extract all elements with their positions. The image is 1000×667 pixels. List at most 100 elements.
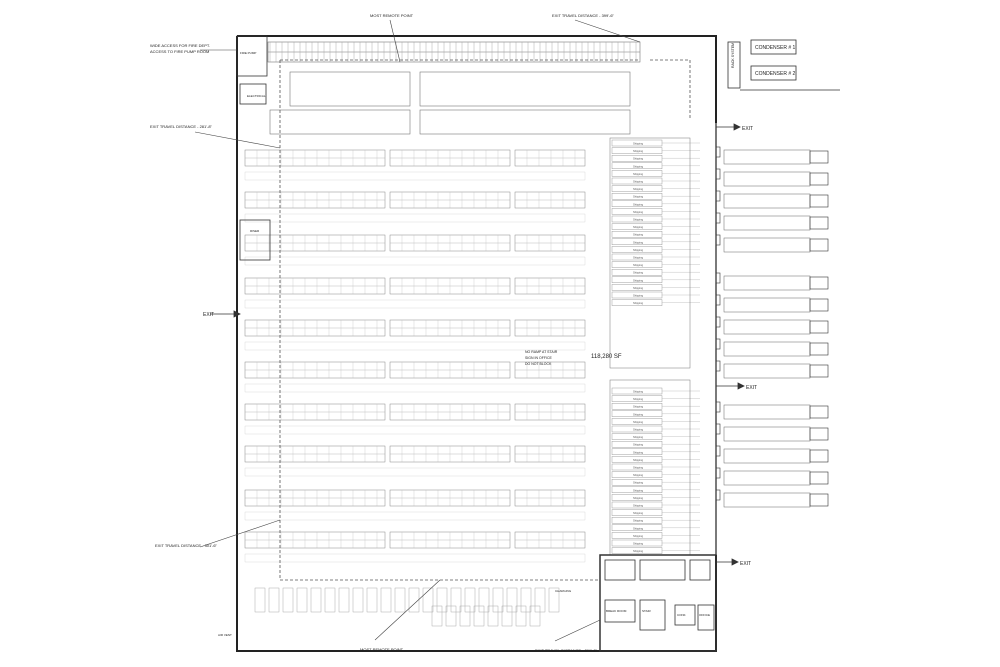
truck-cab <box>809 427 829 441</box>
truck-cab <box>809 276 829 290</box>
dock-door <box>715 294 721 306</box>
trailer <box>723 404 811 420</box>
top-rack-ticks <box>269 42 637 62</box>
shipping-lane-label: Shipping <box>633 458 644 462</box>
shipping-lane-label: Shipping <box>633 450 644 454</box>
shipping-lane-label: Shipping <box>633 443 644 447</box>
shipping-lane-label: Shipping <box>633 496 644 500</box>
shipping-lane-label: Shipping <box>633 294 644 298</box>
dock-door <box>715 423 721 435</box>
aisle-row <box>244 341 586 351</box>
storage-cell <box>352 587 364 613</box>
truck-cab <box>809 342 829 356</box>
aisle-row <box>244 213 586 223</box>
shipping-lane-label: Shipping <box>633 412 644 416</box>
truck-cab <box>809 405 829 419</box>
storage-cell <box>394 587 406 613</box>
dock-door <box>715 146 721 158</box>
labels: MOST REMOTE POINT EXIT TRAVEL DISTANCE -… <box>150 13 796 653</box>
shipping-lane-label: Shipping <box>633 397 644 401</box>
shipping-lane-label: Shipping <box>633 286 644 290</box>
shipping-lane-label: Shipping <box>633 248 644 252</box>
shipping-lane-label: Shipping <box>633 473 644 477</box>
trailer <box>723 297 811 313</box>
shipping-lane-label: Shipping <box>633 172 644 176</box>
storage-cell <box>487 605 499 627</box>
trailer <box>723 171 811 187</box>
trailer <box>723 363 811 379</box>
upper-rack-blocks <box>269 71 631 135</box>
storage-cell <box>380 587 392 613</box>
truck-cab <box>809 364 829 378</box>
storage-cell <box>296 587 308 613</box>
label-exit-right-bottom: EXIT <box>740 561 751 567</box>
label-exit-left: EXIT <box>203 312 214 318</box>
trailer <box>723 237 811 253</box>
label-stair: STAIR <box>642 609 651 613</box>
shipping-lane-label: Shipping <box>633 256 644 260</box>
label-exit-travel-bottom-left: EXIT TRAVEL DISTANCE - 301'-6" <box>155 543 218 548</box>
shipping-lane-label: Shipping <box>633 187 644 191</box>
aisle-row <box>244 511 586 521</box>
label-access-1: WIDE ACCESS FOR FIRE DEPT. <box>150 43 210 48</box>
dock-door <box>715 445 721 457</box>
shipping-lane-label: Shipping <box>633 278 644 282</box>
rack-rows <box>244 149 586 563</box>
storage-cell <box>515 605 527 627</box>
building-outline <box>236 35 717 652</box>
storage-cell <box>268 587 280 613</box>
truck-cab <box>809 216 829 230</box>
leader-lines <box>194 19 641 642</box>
storage-cell <box>431 605 443 627</box>
shipping-lane-label: Shipping <box>633 202 644 206</box>
shipping-lane-label: Shipping <box>633 195 644 199</box>
label-conf: CONF. <box>677 613 686 617</box>
trailer <box>723 319 811 335</box>
label-note-1: NO RAMP AT STAIR <box>525 350 558 354</box>
label-condenser-2: CONDENSER # 2 <box>755 71 796 77</box>
dock-door <box>715 489 721 501</box>
shipping-zone-upper <box>609 137 691 369</box>
shipping-lane-label: Shipping <box>633 271 644 275</box>
shipping-lane-label: Shipping <box>633 420 644 424</box>
dock-door <box>715 360 721 372</box>
label-area: 118,280 SF <box>591 354 622 360</box>
label-most-remote-bottom: MOST REMOTE POINT <box>360 647 404 652</box>
trailer <box>723 426 811 442</box>
label-condenser-1: CONDENSER # 1 <box>755 45 796 51</box>
trailer <box>723 215 811 231</box>
storage-cell <box>366 587 378 613</box>
shipping-lane-label: Shipping <box>633 519 644 523</box>
storage-cell <box>548 587 560 613</box>
bottom-storage-cells <box>254 587 560 627</box>
shipping-lane-label: Shipping <box>633 534 644 538</box>
dock-door <box>715 168 721 180</box>
dock-door <box>715 401 721 413</box>
label-office: OFFICE <box>699 613 710 617</box>
storage-cell <box>282 587 294 613</box>
truck-cab <box>809 194 829 208</box>
shipping-lane-label: Shipping <box>633 180 644 184</box>
shipping-lane-label: Shipping <box>633 225 644 229</box>
shipping-lane-label: Shipping <box>633 263 644 267</box>
shipping-lane-label: Shipping <box>633 210 644 214</box>
shipping-lane-label: Shipping <box>633 218 644 222</box>
dock-door <box>715 212 721 224</box>
left-rooms <box>236 35 271 261</box>
storage-cell <box>408 587 420 613</box>
truck-cab <box>809 238 829 252</box>
aisle-row <box>244 553 586 563</box>
label-charging: CHARGING <box>555 589 572 593</box>
shipping-lane-label: Shipping <box>633 504 644 508</box>
shipping-lane-label: Shipping <box>633 390 644 394</box>
trailer <box>723 193 811 209</box>
label-air-vent: AIR VENT <box>218 633 232 637</box>
shipping-lane-label: Shipping <box>633 488 644 492</box>
trailer <box>723 470 811 486</box>
shipping-lane-label: Shipping <box>633 542 644 546</box>
shipping-lane-label: Shipping <box>633 164 644 168</box>
truck-cab <box>809 471 829 485</box>
shipping-lanes: ShippingShippingShippingShippingShipping… <box>609 137 700 556</box>
storage-cell <box>501 605 513 627</box>
